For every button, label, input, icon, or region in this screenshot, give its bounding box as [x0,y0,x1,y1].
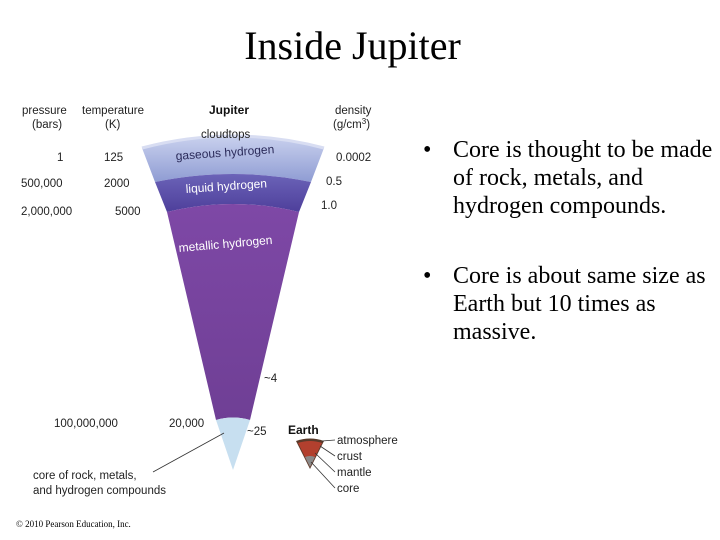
row-1-pressure: 1 [57,152,63,164]
earth-core-label: core [337,483,359,495]
row-1-temperature: 125 [104,152,123,164]
pressure-header: pressure [22,105,67,117]
bullet-item-core-composition: • Core is thought to be made of rock, me… [423,136,713,220]
temperature-unit: (K) [105,119,121,131]
jupiter-heading: Jupiter [209,103,249,117]
core-pointer-line [152,432,225,473]
cloudtops-edge [141,134,325,150]
earth-crust-label: crust [337,451,363,463]
core-density: ~25 [247,426,267,438]
row-2-pressure: 500,000 [21,178,63,190]
core-label-line-1: core of rock, metals, [33,470,137,482]
liquid-hydrogen-layer [155,174,311,212]
gaseous-hydrogen-layer [142,136,324,182]
core-temperature: 20,000 [169,418,204,430]
core-label-line-2: and hydrogen compounds [33,485,166,497]
row-3-temperature: 5000 [115,206,141,218]
row-2-density: 0.5 [326,176,342,188]
bullet-marker: • [423,263,432,289]
core-layer [216,417,250,470]
temperature-header: temperature [82,105,144,117]
pressure-unit: (bars) [32,119,62,131]
row-3-pressure: 2,000,000 [21,206,72,218]
earth-heading: Earth [288,423,319,437]
earth-mantle [298,441,322,467]
earth-core [305,456,315,467]
mantle-pointer [314,452,336,473]
row-2-temperature: 2000 [104,178,130,190]
earth-atmosphere-label: atmosphere [337,435,398,447]
density-header: density [335,105,372,117]
jupiter-interior-diagram: pressure (bars) temperature (K) Jupiter … [0,90,420,510]
row-1-density: 0.0002 [336,152,371,164]
atmosphere-pointer [321,439,336,442]
core-pressure: 100,000,000 [54,418,118,430]
liquid-hydrogen-label: liquid hydrogen [185,176,267,196]
bullet-text: Core is about same size as Earth but 10 … [453,263,706,345]
bullet-marker: • [423,137,432,163]
gaseous-hydrogen-label: gaseous hydrogen [175,142,274,163]
copyright-notice: © 2010 Pearson Education, Inc. [16,519,131,529]
bullet-item-core-size: • Core is about same size as Earth but 1… [423,262,713,346]
density-unit: (g/cm3) [333,117,370,132]
metallic-hydrogen-layer [167,204,299,420]
row-3-density: 1.0 [321,200,337,212]
core-earth-pointer [310,461,336,489]
metallic-density: ~4 [264,373,278,385]
earth-mantle-label: mantle [337,467,372,479]
bullet-text: Core is thought to be made of rock, meta… [453,137,713,219]
slide-title: Inside Jupiter [244,23,461,68]
cloudtops-label: cloudtops [201,129,250,141]
bullet-list: • Core is thought to be made of rock, me… [423,136,713,346]
crust-pointer [319,445,336,457]
